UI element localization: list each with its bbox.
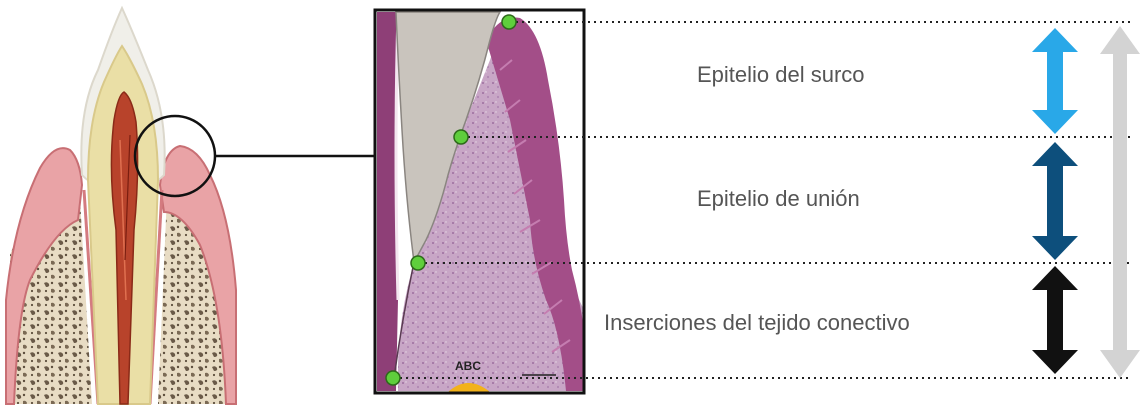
dot-cej	[411, 256, 425, 270]
label-junctional-epithelium: Epitelio de unión	[697, 186, 860, 212]
abc-label: ABC	[455, 359, 481, 373]
dot-gingival-margin	[502, 15, 516, 29]
histology-panel: ABC	[375, 10, 584, 393]
junctional-epithelium-arrow	[1032, 142, 1078, 260]
connective-insertion-arrow	[1032, 266, 1078, 374]
total-width-arrow	[1100, 26, 1140, 378]
sulcular-epithelium-arrow	[1032, 28, 1078, 134]
label-connective-insertions: Inserciones del tejido conectivo	[604, 310, 910, 336]
label-sulcular-epithelium: Epitelio del surco	[697, 62, 865, 88]
dot-sulcus-base	[454, 130, 468, 144]
tooth-illustration	[6, 8, 375, 404]
dot-bone-crest	[386, 371, 400, 385]
